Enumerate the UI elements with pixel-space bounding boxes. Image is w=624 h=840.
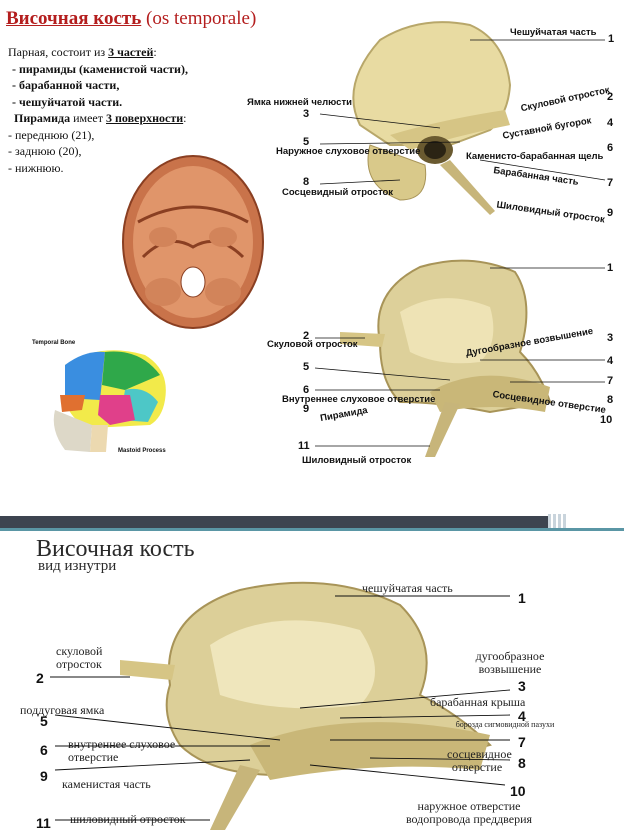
page-title: Височная кость (os temporale) — [6, 8, 256, 30]
slide-num-2: 2 — [36, 670, 44, 686]
slide-subtitle: вид изнутри — [38, 558, 117, 574]
label-b-zygomatic: Скуловой отросток — [267, 339, 358, 350]
label-mandibular-fossa: Ямка нижней челюсти — [247, 97, 352, 108]
title-latin: (os temporale) — [146, 8, 257, 29]
num-3: 3 — [303, 108, 310, 120]
slide-label-subarcuate: поддуговая ямка — [20, 703, 105, 717]
slide-label-internal-meatus: внутреннее слуховое отверстие — [68, 737, 176, 764]
num-b6: 6 — [303, 384, 310, 396]
slide-label-sigmoid: борозда сигмовидной пазухи — [455, 720, 555, 729]
temporal-bone-internal-large — [120, 581, 492, 830]
slide-num-7: 7 — [518, 734, 526, 750]
surface-item: - переднюю (21), — [8, 127, 95, 142]
skull-label: Temporal Bone — [32, 340, 76, 346]
label-mastoid: Сосцевидный отросток — [282, 187, 394, 198]
part-item: - барабанной части, — [12, 78, 120, 92]
slide-label-squama: чешуйчатая часть — [362, 581, 453, 595]
slide-header-stripes — [548, 514, 568, 530]
num-6: 6 — [607, 142, 614, 154]
slide-num-5: 5 — [40, 713, 48, 729]
slide-title: Височная кость — [36, 536, 195, 562]
skull-caption: Mastoid Process — [118, 448, 166, 454]
num-b11: 11 — [298, 440, 310, 452]
part-item: - пирамиды (каменистой части), — [12, 61, 188, 76]
num-b8: 8 — [607, 394, 614, 406]
slide-label-petrous: каменистая часть — [62, 777, 151, 791]
skull-base-figure — [122, 155, 264, 329]
num-b7: 7 — [607, 375, 614, 387]
label-b-styloid: Шиловидный отросток — [302, 455, 412, 466]
slide-header-line — [0, 528, 624, 531]
num-b9: 9 — [303, 403, 310, 415]
slide-label-styloid: шиловидный отросток — [70, 812, 186, 826]
num-8: 8 — [303, 176, 310, 188]
temporal-bone-internal-small — [340, 259, 552, 457]
intro-text: Парная, состоит из 3 частей: - пирамиды … — [8, 44, 258, 176]
temporal-bone-lateral — [352, 21, 512, 215]
num-7: 7 — [607, 177, 614, 189]
slide-label-mastoid-foramen: сосцевидное отверстие — [447, 747, 512, 774]
num-2: 2 — [607, 91, 614, 103]
label-external-meatus: Наружное слуховое отверстие — [276, 146, 421, 157]
parts-count: 3 частей — [108, 45, 154, 59]
slide-header-bar — [0, 516, 560, 528]
slide-label-vestibular: наружное отверстие водопровода преддвери… — [405, 799, 533, 826]
slide-num-6: 6 — [40, 742, 48, 758]
pyramid-line: Пирамида имеет 3 поверхности: — [14, 111, 187, 125]
slide-num-9: 9 — [40, 768, 48, 784]
skull-lateral-figure: Temporal Bone Mastoid Process — [30, 340, 180, 468]
slide-num-4: 4 — [518, 708, 526, 724]
label-petrotympanic: Каменисто-барабанная щель — [466, 151, 604, 162]
num-b10: 10 — [600, 414, 613, 426]
num-5: 5 — [303, 136, 310, 148]
slide-num-1: 1 — [518, 590, 526, 606]
num-9: 9 — [607, 207, 614, 219]
slide-label-zygomatic: скуловой отросток — [56, 644, 103, 671]
label-squama: Чешуйчатая часть — [510, 27, 597, 38]
num-b4: 4 — [607, 355, 614, 367]
leader-lines-b — [314, 267, 605, 447]
num-b2: 2 — [303, 330, 310, 342]
intro-line: Парная, состоит из 3 частей: — [8, 45, 157, 59]
surface-item: - заднюю (20), — [8, 144, 82, 158]
num-4: 4 — [607, 117, 614, 129]
part-item: - чешуйчатой части. — [12, 94, 123, 109]
title-russian: Височная кость — [6, 8, 142, 29]
slide-num-11: 11 — [36, 815, 51, 831]
leader-lines-a — [319, 39, 606, 185]
slide-label-tegmen: барабанная крыша — [430, 695, 526, 709]
num-b5: 5 — [303, 361, 310, 373]
slide-num-8: 8 — [518, 755, 526, 771]
slide-label-arcuate: дугообразное возвышение — [475, 649, 545, 676]
slide-num-3: 3 — [518, 678, 526, 694]
num-b3: 3 — [607, 332, 614, 344]
num-b1: 1 — [607, 262, 614, 274]
slide-num-10: 10 — [510, 783, 526, 799]
surface-item: - нижнюю. — [8, 160, 64, 175]
leader-lines-slide — [50, 595, 511, 821]
label-b-internal-meatus: Внутреннее слуховое отверстие — [282, 394, 436, 405]
num-1: 1 — [608, 33, 615, 45]
